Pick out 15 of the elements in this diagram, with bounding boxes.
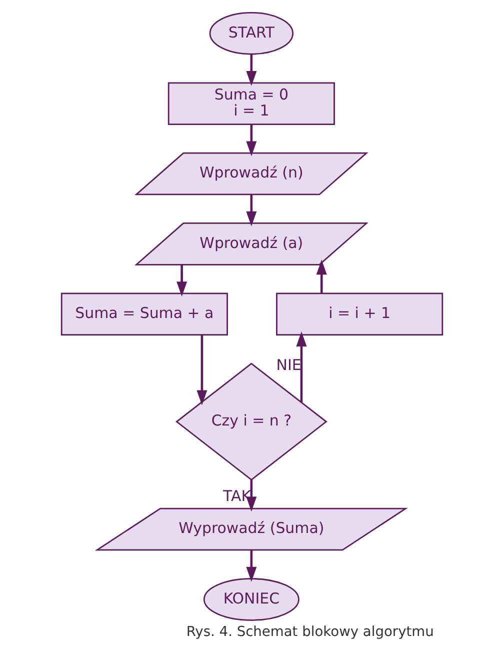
arrow	[246, 550, 257, 582]
arrow	[296, 332, 307, 402]
caption: Rys. 4. Schemat blokowy algorytmu	[186, 624, 434, 640]
arrow	[246, 124, 257, 156]
node-box: i = i + 1	[276, 292, 444, 336]
node-box: Suma = Suma + a	[60, 292, 228, 336]
arrow	[246, 194, 257, 226]
arrow	[246, 54, 257, 86]
node-box: Suma = 0 i = 1	[168, 82, 335, 125]
arrow	[196, 334, 208, 406]
arrow	[316, 260, 327, 294]
node-ellipse: START	[209, 12, 294, 55]
node-ellipse: KONIEC	[203, 578, 300, 621]
arrow	[176, 265, 188, 297]
arrow	[246, 480, 257, 512]
